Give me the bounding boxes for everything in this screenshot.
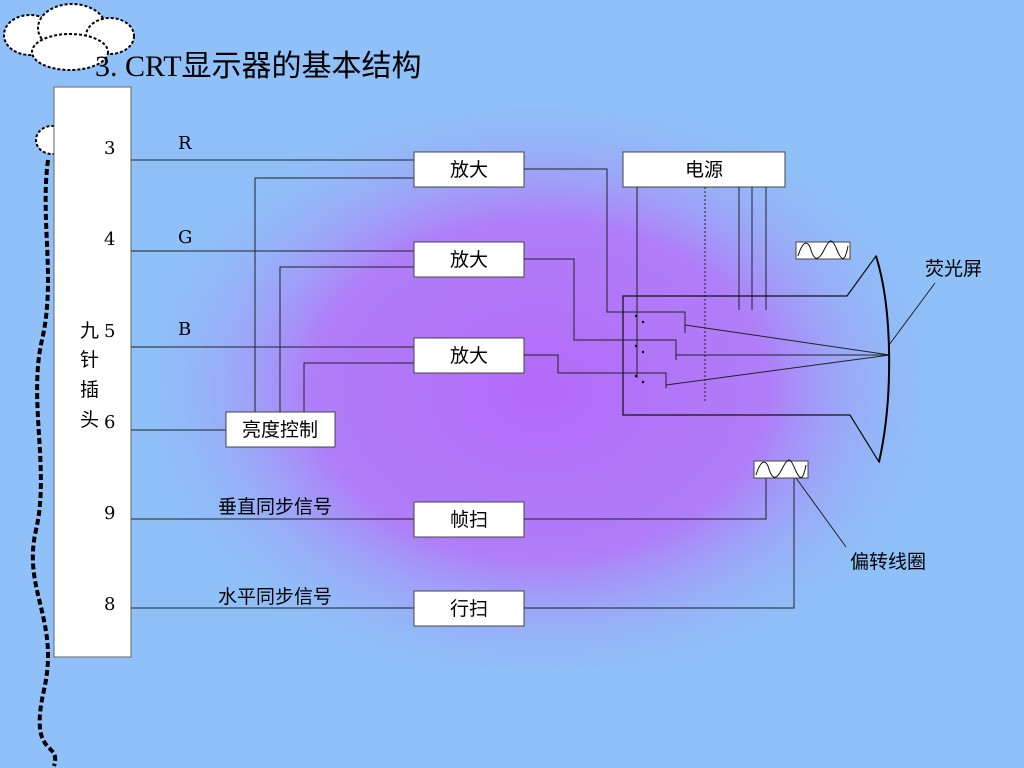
connector-label-char: 头 [80,409,99,431]
line-scan-block [413,590,525,627]
fluorescent-screen [875,255,891,463]
brightness-control-block [225,411,336,448]
tube-wires [524,168,936,609]
vine-decoration [30,159,58,767]
page-title: 3. CRT显示器的基本结构 [95,50,422,83]
signal-wires [131,159,414,609]
signal-label-r: R [178,133,192,154]
signal-label-b: B [178,319,191,340]
nine-pin-connector [53,86,132,658]
amp-g-label: 放大 [450,249,488,271]
deflection-coil-top [795,240,851,260]
frame-scan-label: 帧扫 [450,509,488,531]
amp-g-block [413,241,525,278]
connector-label: 九 针 插 头 [80,320,99,431]
frame-scan-block [413,501,525,538]
cloud-decoration [3,3,135,155]
pin-number: 6 [104,412,115,433]
pin-number: 4 [104,229,115,250]
electron-guns [634,314,645,384]
pin-number: 5 [104,321,115,342]
brightness-control-label: 亮度控制 [242,419,318,441]
deflection-coil-callout: 偏转线圈 [850,551,926,573]
pin-number: 3 [104,138,115,159]
background-glow [160,110,920,670]
signal-label-g: G [178,227,192,248]
screen-callout: 荧光屏 [925,258,982,280]
line-scan-label: 行扫 [450,598,488,620]
amp-r-label: 放大 [450,159,488,181]
signal-label-hsync: 水平同步信号 [218,586,332,608]
power-supply-block [622,151,786,188]
connector-label-char: 插 [80,379,99,401]
pin-number: 9 [104,503,115,524]
signal-label-vsync: 垂直同步信号 [218,496,332,518]
pin-number: 8 [104,594,115,615]
amp-b-label: 放大 [450,345,488,367]
connector-label-char: 九 [80,320,99,342]
power-supply-label: 电源 [685,159,723,181]
deflection-coil-bottom [753,459,809,479]
connector-label-char: 针 [80,349,99,371]
amp-r-block [413,151,525,188]
